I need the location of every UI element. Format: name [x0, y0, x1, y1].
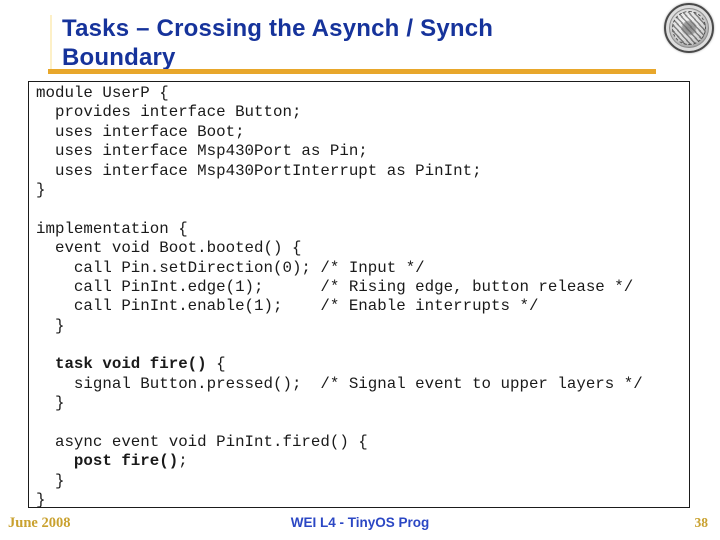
code-line: module UserP { — [36, 84, 169, 102]
code-line: uses interface Msp430PortInterrupt as Pi… — [36, 161, 482, 180]
slide-title-line1: Tasks – Crossing the Asynch / Synch — [62, 15, 494, 42]
code-line: task void fire() { — [54, 355, 226, 374]
code-line: signal Button.pressed(); /* Signal event… — [36, 374, 643, 393]
slide-footer: June 2008 WEI L4 - TinyOS Prog 38 — [0, 513, 720, 537]
seal-engraving — [672, 11, 706, 45]
code-line: async event void PinInt.fired() { — [36, 433, 368, 452]
code-text: module UserP { provides interface Button… — [29, 82, 689, 508]
code-line: implementation { — [36, 219, 188, 238]
code-line — [36, 200, 689, 219]
university-seal-icon — [664, 3, 714, 53]
code-line: provides interface Button; — [36, 103, 302, 122]
code-line: event void Boot.booted() { — [36, 239, 302, 258]
code-line: call PinInt.edge(1); /* Rising edge, but… — [36, 277, 634, 296]
code-line: } — [36, 471, 65, 490]
title-underline-rule — [48, 69, 656, 74]
seal-center — [681, 20, 697, 36]
code-line — [36, 414, 689, 433]
code-line: } — [36, 316, 65, 335]
code-line: } — [36, 180, 46, 199]
code-line: uses interface Boot; — [36, 122, 245, 141]
slide-title: Tasks – Crossing the Asynch / Synch Boun… — [62, 14, 622, 72]
code-line — [36, 336, 689, 355]
code-line: call Pin.setDirection(0); /* Input */ — [36, 258, 425, 277]
code-line: } — [36, 491, 46, 508]
code-block: module UserP { provides interface Button… — [28, 81, 690, 508]
footer-page-number: 38 — [694, 515, 709, 530]
slide-title-line2: Boundary — [62, 44, 176, 71]
footer-course-label: WEI L4 - TinyOS Prog — [290, 515, 430, 530]
code-line: } — [36, 394, 65, 413]
code-line: call PinInt.enable(1); /* Enable interru… — [36, 297, 539, 316]
title-accent-mark — [50, 15, 52, 69]
code-line: post fire(); — [73, 452, 188, 471]
footer-date: June 2008 — [8, 515, 71, 531]
code-line: uses interface Msp430Port as Pin; — [36, 142, 368, 161]
